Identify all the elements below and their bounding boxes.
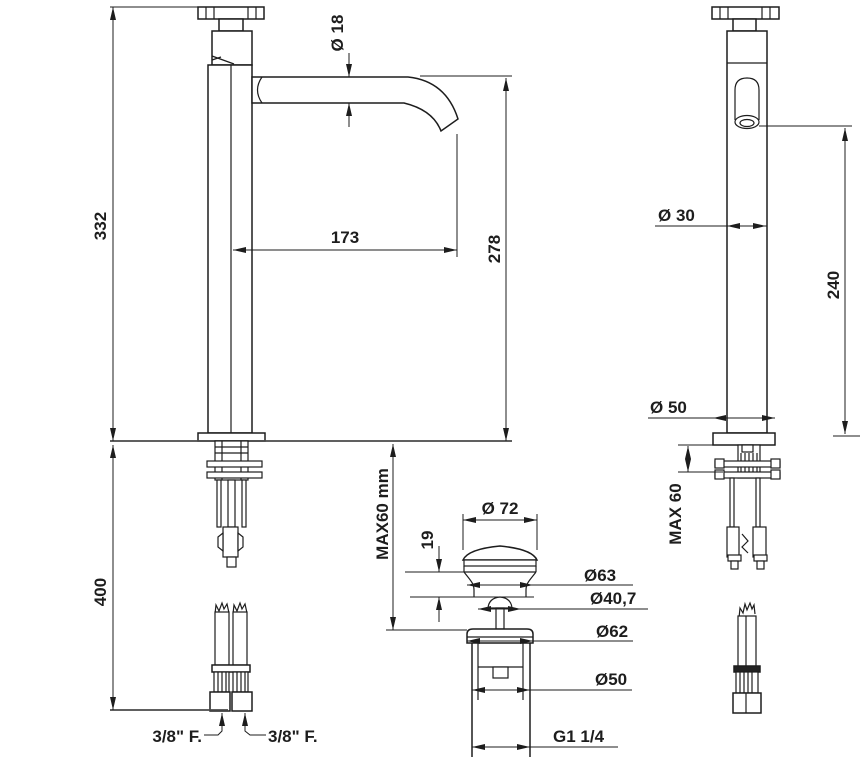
dim-19: 19 [418, 531, 442, 622]
side-view: 332 400 Ø 18 173 278 [91, 6, 512, 746]
dim-diameter-62: Ø62 [467, 622, 633, 644]
dim-diameter-40-7: Ø40,7 [478, 589, 648, 612]
handle-knob [197, 6, 265, 32]
dim-max60-front-label: MAX 60 [666, 483, 685, 544]
dim-278: 278 [420, 75, 512, 441]
dim-332-label: 332 [91, 212, 110, 240]
dim-diameter-72: Ø 72 [462, 499, 538, 550]
dim-diameter-62-label: Ø62 [596, 622, 628, 641]
spout [251, 76, 459, 133]
callout-hose-right: 3/8" F. [242, 713, 318, 746]
spout-outlet [734, 77, 760, 130]
dim-diameter-63: Ø63 [467, 566, 633, 588]
handle-knob-front [711, 6, 780, 32]
faucet-body [207, 30, 253, 434]
base-flange [197, 432, 266, 442]
dim-400-label: 400 [91, 578, 110, 606]
under-counter-fixing [206, 440, 263, 568]
dim-400: 400 [91, 445, 116, 710]
dim-max60-mm-label: MAX60 mm [373, 468, 392, 560]
waste-stem [487, 596, 513, 630]
dim-diameter-18-label: Ø 18 [328, 15, 347, 52]
flexible-hose-front [732, 601, 762, 714]
flexible-hoses [209, 601, 253, 712]
dim-173-label: 173 [331, 228, 359, 247]
waste-cap [461, 545, 539, 573]
dim-19-label: 19 [418, 531, 437, 550]
popup-waste-view: MAX60 mm Ø 72 19 [373, 444, 648, 757]
dim-thread-g114: G1 1/4 [472, 727, 618, 750]
dim-173: 173 [233, 134, 458, 257]
dim-diameter-50-drain: Ø50 [472, 670, 632, 693]
dim-diameter-63-label: Ø63 [584, 566, 616, 585]
front-view: Ø 30 240 Ø 50 [648, 6, 860, 714]
dim-332: 332 [91, 6, 198, 441]
callout-hose-left: 3/8" F. [152, 713, 225, 746]
dim-diameter-30-label: Ø 30 [658, 206, 695, 225]
base-flange-front [712, 432, 776, 446]
dim-max60-mm: MAX60 mm [373, 444, 467, 631]
dim-diameter-72-label: Ø 72 [482, 499, 519, 518]
dim-diameter-50-base-label: Ø 50 [650, 398, 687, 417]
waste-seat-flange [466, 628, 534, 644]
hose-left-label: 3/8" F. [152, 727, 202, 746]
under-counter-fixing-front [714, 444, 781, 570]
dim-240-label: 240 [824, 271, 843, 299]
dim-diameter-18: Ø 18 [328, 15, 352, 127]
dim-max60-front: MAX 60 [666, 444, 723, 545]
dim-diameter-30: Ø 30 [655, 206, 767, 229]
hose-right-label: 3/8" F. [268, 727, 318, 746]
dim-thread-g114-label: G1 1/4 [553, 727, 605, 746]
dim-diameter-50-drain-label: Ø50 [595, 670, 627, 689]
waste-body [471, 643, 531, 757]
dim-240: 240 [759, 125, 860, 437]
dim-diameter-50-base: Ø 50 [648, 398, 775, 421]
dim-diameter-40-7-label: Ø40,7 [590, 589, 636, 608]
faucet-body-front [726, 30, 768, 434]
dim-278-label: 278 [485, 235, 504, 263]
